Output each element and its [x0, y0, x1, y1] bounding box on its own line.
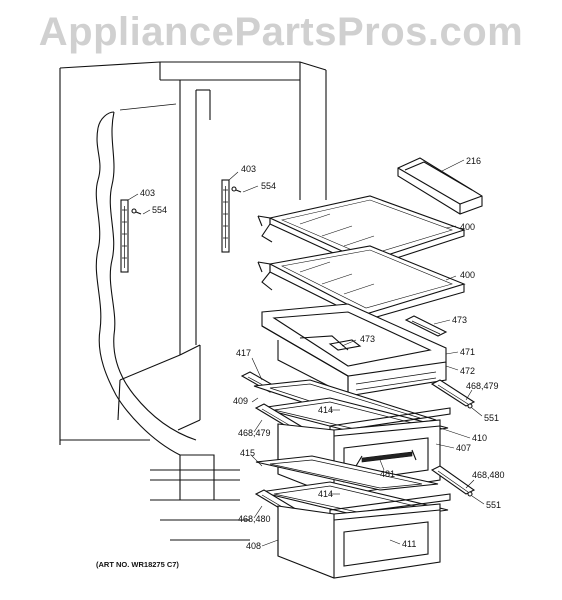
bin-216 — [397, 157, 483, 215]
leader-lines — [127, 159, 485, 547]
label-468-480-left: 468,480 — [238, 514, 271, 524]
label-468-479-right: 468,479 — [466, 381, 499, 391]
label-408: 408 — [246, 541, 261, 551]
art-number: (ART NO. WR18275 C7) — [96, 560, 179, 569]
slide-468-479-right — [430, 379, 476, 409]
shelf-ladder-right — [221, 179, 230, 253]
label-481: 481 — [380, 469, 395, 479]
label-400-upper: 400 — [460, 222, 475, 232]
screw-right — [231, 186, 242, 193]
label-554-left: 554 — [152, 205, 167, 215]
label-551-lower: 551 — [486, 500, 501, 510]
label-410: 410 — [472, 433, 487, 443]
label-403-left: 403 — [140, 188, 155, 198]
drawer-408 — [277, 503, 441, 579]
label-411: 411 — [402, 539, 416, 549]
label-471: 471 — [460, 347, 475, 357]
label-414-upper: 414 — [318, 405, 333, 415]
label-407: 407 — [456, 443, 471, 453]
label-472: 472 — [460, 366, 475, 376]
label-473-cover: 473 — [360, 334, 375, 344]
label-409: 409 — [233, 396, 248, 406]
label-417: 417 — [236, 348, 251, 358]
label-473-slide: 473 — [452, 315, 467, 325]
label-216: 216 — [466, 156, 481, 166]
label-415: 415 — [240, 448, 255, 458]
shelf-400-lower — [257, 245, 466, 321]
shelf-ladder-left — [120, 199, 129, 273]
cabinet-outline — [59, 61, 327, 541]
label-414-lower: 414 — [318, 489, 333, 499]
label-468-480-right: 468,480 — [472, 470, 505, 480]
part-labels: 216 400 400 403 554 403 554 473 473 417 … — [96, 156, 505, 569]
label-468-479-left: 468,479 — [238, 428, 271, 438]
label-551-upper: 551 — [484, 413, 499, 423]
label-403-right: 403 — [241, 164, 256, 174]
label-554-right: 554 — [261, 181, 276, 191]
slide-468-480-right — [430, 465, 476, 497]
slide-473-upper — [404, 315, 448, 337]
label-400-lower: 400 — [460, 270, 475, 280]
glass-415 — [255, 455, 439, 491]
pan-471 — [261, 303, 447, 397]
watermark: AppliancePartsPros.com — [38, 10, 524, 54]
screw-left — [131, 208, 142, 215]
